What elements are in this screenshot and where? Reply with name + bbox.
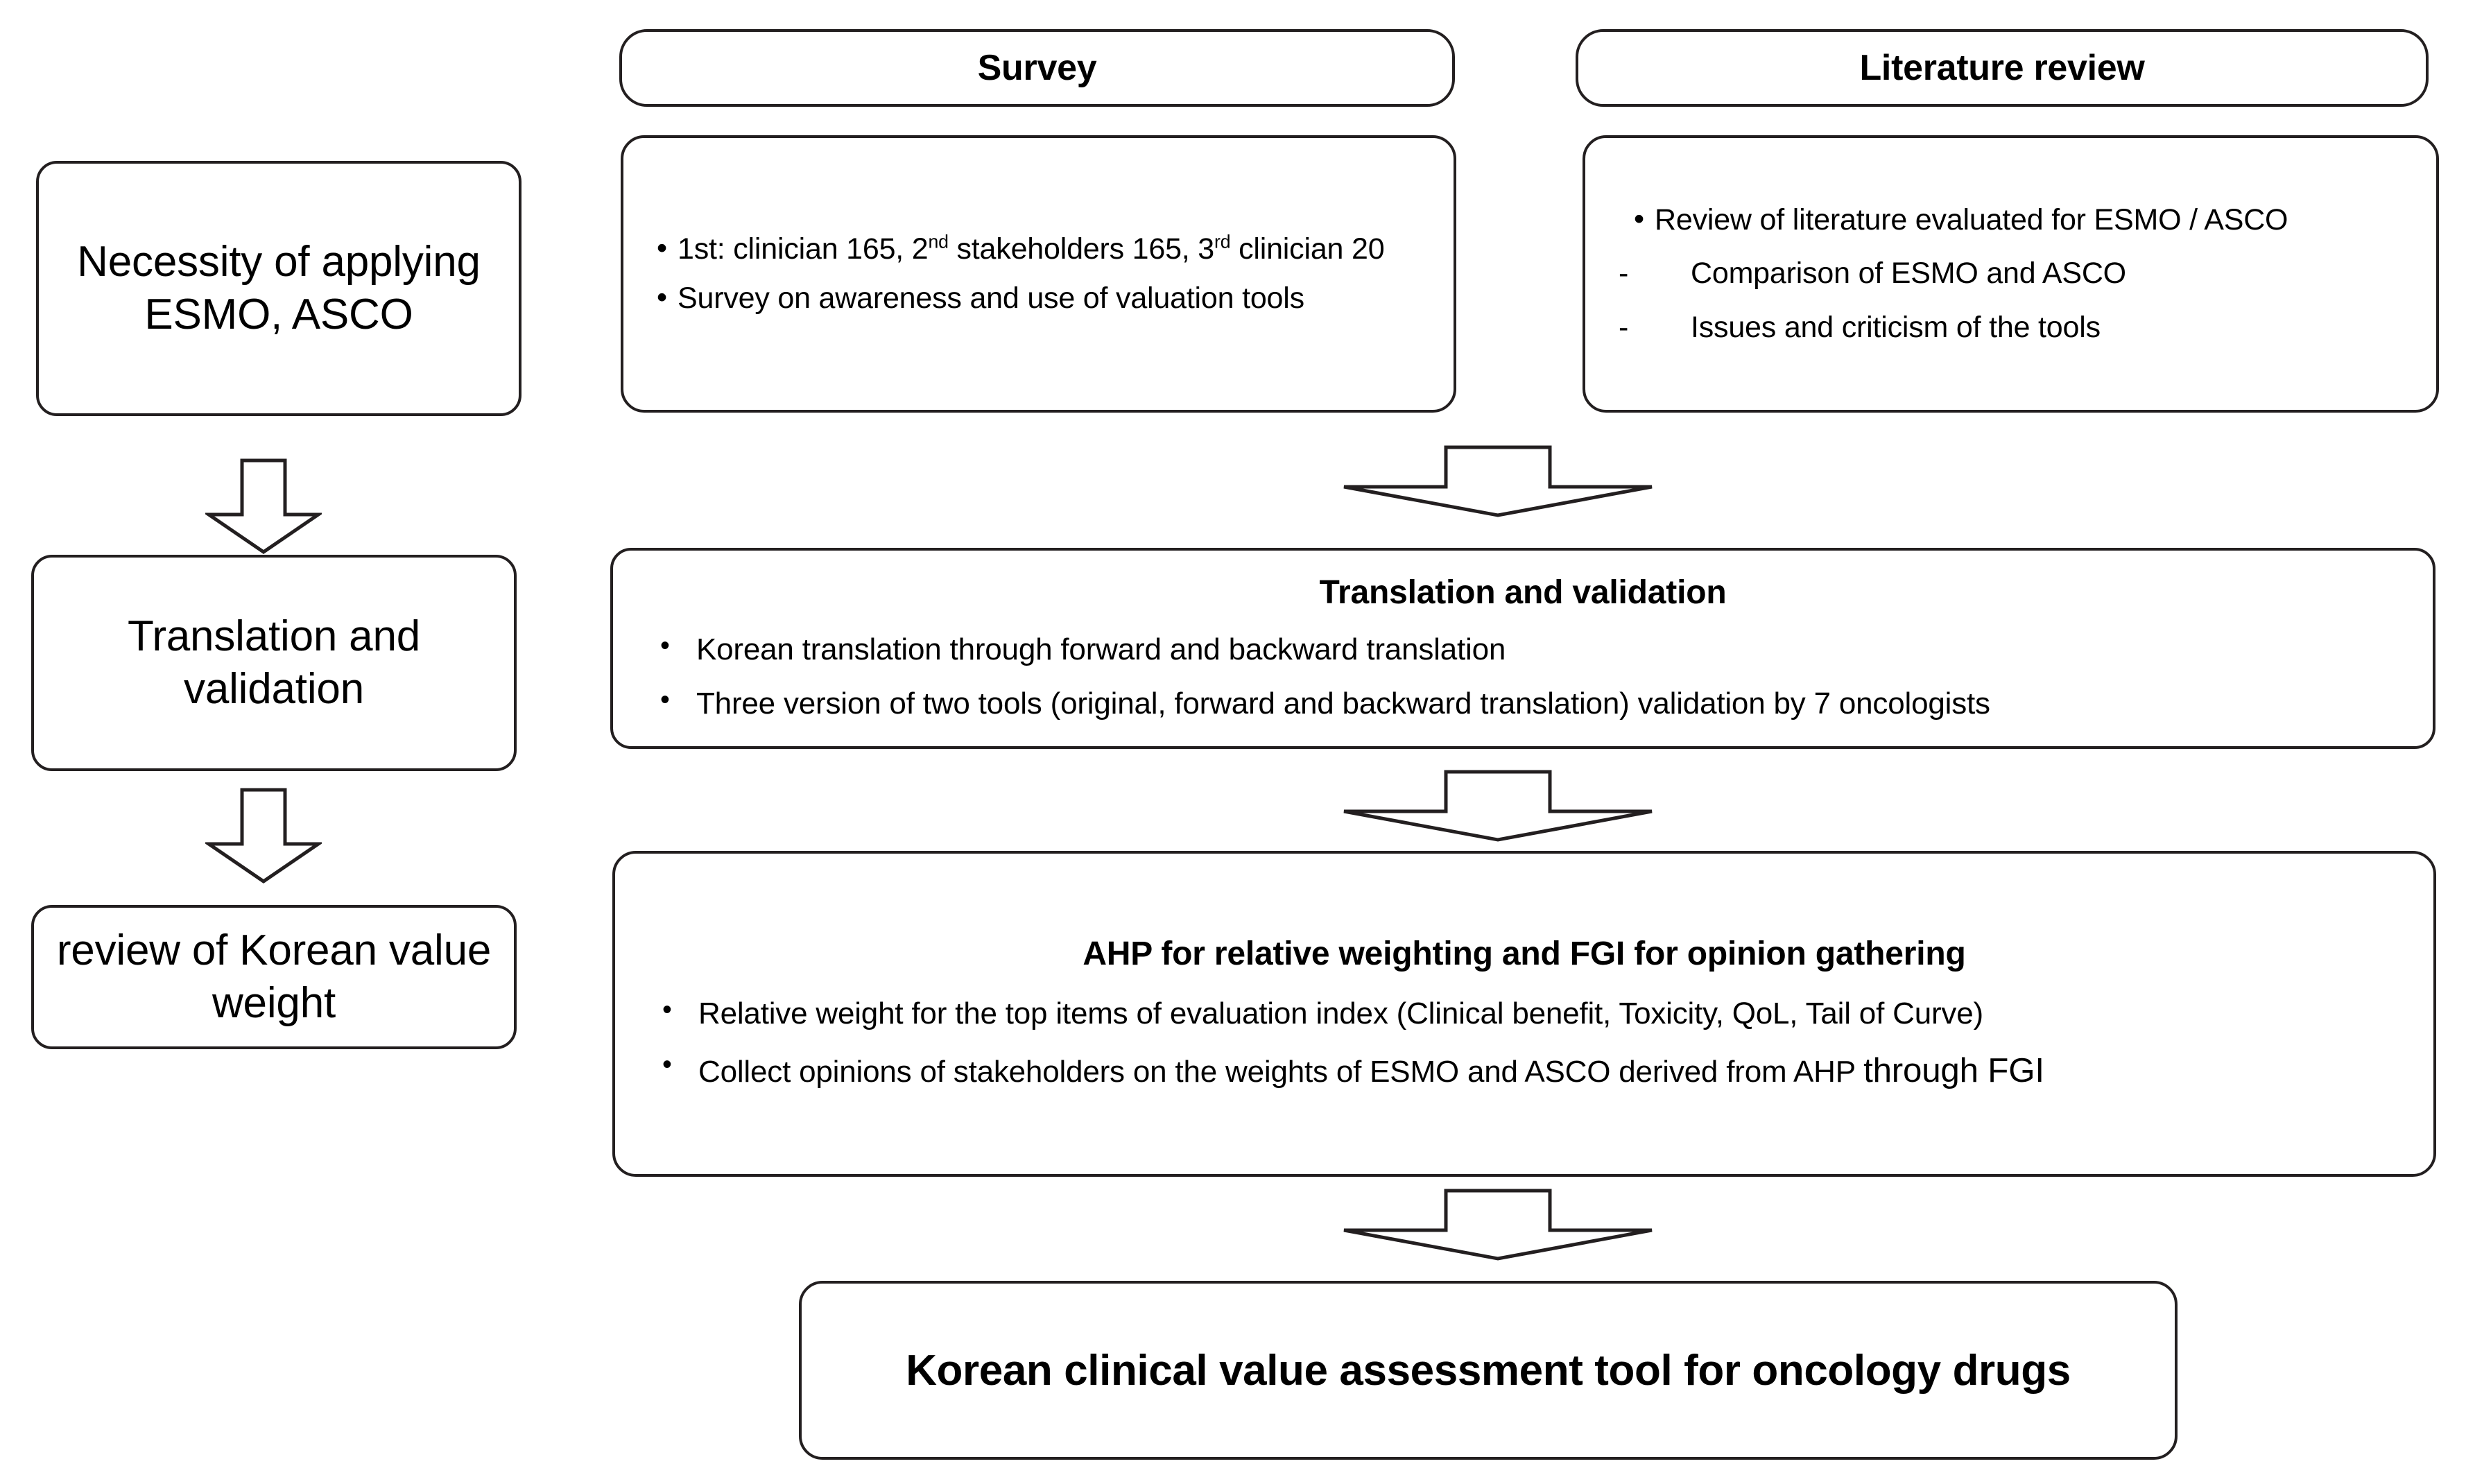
list-item: Issues and criticism of the tools [1619, 308, 2408, 347]
final-outcome-box[interactable]: Korean clinical value assessment tool fo… [799, 1281, 2178, 1460]
translation-stage-title: Translation and validation [1319, 574, 1727, 612]
literature-review-header-label: Literature review [1859, 48, 2145, 88]
ahp-bullet-2-emphasis: through FGI [1863, 1051, 2044, 1090]
left-box-necessity[interactable]: Necessity of applying ESMO, ASCO [36, 161, 521, 416]
survey-bullet-sup2: rd [1214, 231, 1231, 252]
down-arrow-icon [1338, 444, 1657, 519]
list-item: Survey on awareness and use of valuation… [657, 278, 1419, 318]
lit-bullet-3-label: Issues and criticism of the tools [1691, 310, 2101, 344]
down-arrow-icon [1338, 1187, 1657, 1262]
list-item: 1st: clinician 165, 2nd stakeholders 165… [657, 229, 1419, 269]
down-arrow-icon [205, 787, 322, 884]
survey-header-label: Survey [977, 48, 1097, 88]
ahp-stage-bullet-list: Relative weight for the top items of eva… [662, 992, 2392, 1093]
literature-review-bullet-list: Review of literature evaluated for ESMO … [1619, 200, 2408, 347]
list-item: Relative weight for the top items of eva… [662, 992, 2392, 1033]
survey-bullet-pre: 1st: clinician 165, 2 [678, 232, 929, 266]
ahp-bullet-2-label: Collect opinions of stakeholders on the … [698, 1055, 1864, 1089]
ahp-bullet-1-label: Relative weight for the top items of eva… [698, 996, 1983, 1030]
left-box-translation[interactable]: Translation and validation [31, 555, 517, 771]
list-item: Comparison of ESMO and ASCO [1619, 254, 2408, 293]
translation-bullet-2-label: Three version of two tools (original, fo… [696, 686, 1990, 721]
down-arrow-icon [205, 458, 322, 555]
translation-stage-bullet-list: Korean translation through forward and b… [660, 628, 2391, 723]
list-item: Review of literature evaluated for ESMO … [1634, 200, 2408, 240]
lit-bullet-1-label: Review of literature evaluated for ESMO … [1655, 203, 2288, 237]
left-box-translation-label: Translation and validation [127, 612, 421, 713]
final-outcome-label: Korean clinical value assessment tool fo… [906, 1346, 2071, 1395]
translation-bullet-1-label: Korean translation through forward and b… [696, 632, 1506, 667]
ahp-stage-title: AHP for relative weighting and FGI for o… [1083, 935, 1966, 972]
survey-bullet-post: clinician 20 [1230, 232, 1385, 266]
left-box-necessity-label: Necessity of applying ESMO, ASCO [77, 238, 481, 338]
survey-body[interactable]: 1st: clinician 165, 2nd stakeholders 165… [621, 135, 1456, 413]
ahp-stage-box[interactable]: AHP for relative weighting and FGI for o… [612, 851, 2436, 1177]
literature-review-body[interactable]: Review of literature evaluated for ESMO … [1583, 135, 2439, 413]
list-item: Korean translation through forward and b… [660, 628, 2391, 669]
list-item: Three version of two tools (original, fo… [660, 682, 2391, 723]
survey-bullet-2-label: Survey on awareness and use of valuation… [678, 282, 1304, 315]
down-arrow-icon [1338, 768, 1657, 843]
lit-bullet-2-label: Comparison of ESMO and ASCO [1691, 257, 2126, 291]
survey-bullet-mid: stakeholders 165, 3 [948, 232, 1215, 266]
list-item: Collect opinions of stakeholders on the … [662, 1047, 2392, 1093]
survey-bullet-sup1: nd [928, 231, 949, 252]
left-box-review-label: review of Korean value weight [56, 926, 492, 1027]
left-box-review[interactable]: review of Korean value weight [31, 905, 517, 1049]
survey-header[interactable]: Survey [619, 29, 1455, 107]
translation-stage-box[interactable]: Translation and validation Korean transl… [610, 548, 2435, 749]
survey-bullet-list: 1st: clinician 165, 2nd stakeholders 165… [657, 229, 1419, 318]
literature-review-header[interactable]: Literature review [1576, 29, 2429, 107]
